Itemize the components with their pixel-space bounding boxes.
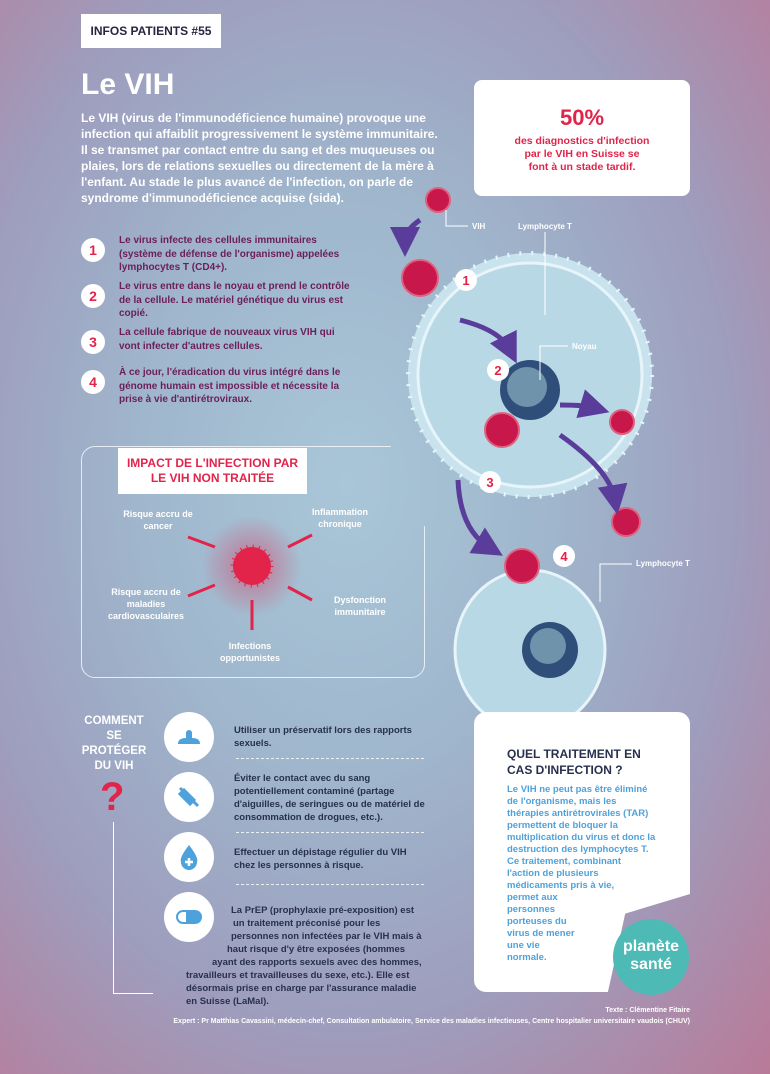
virus-icon — [504, 548, 540, 584]
virus-icon — [611, 507, 641, 537]
step-number: 1 — [81, 238, 105, 262]
label-vih: VIH — [472, 222, 486, 231]
intro-text: Le VIH (virus de l'immunodéficience huma… — [81, 111, 438, 205]
label-lymphocyte-2: Lymphocyte T — [636, 559, 690, 568]
step-2: 2 Le virus entre dans le noyau et prend l… — [81, 280, 381, 321]
virus-icon — [230, 544, 274, 588]
credit-expert: Expert : Pr Matthias Cavassini, médecin-… — [173, 1018, 690, 1025]
prep-line: désormais prise en charge par l'assuranc… — [186, 983, 417, 994]
marker-3: 3 — [486, 475, 493, 490]
page-title: Le VIH — [81, 68, 175, 101]
marker-1: 1 — [462, 273, 469, 288]
impact-dysfonction: Dysfonction immunitaire — [333, 595, 386, 617]
prep-line: ayant des rapports sexuels avec des homm… — [212, 957, 422, 968]
label-noyau: Noyau — [572, 342, 597, 351]
divider — [236, 884, 424, 885]
stat-text: des diagnostics d'infection par le VIH e… — [514, 135, 650, 173]
stat-value: 50% — [559, 105, 605, 130]
blood-drop-icon — [164, 832, 214, 882]
impact-cancer: Risque accru de cancer — [123, 509, 193, 531]
protect-text: Effectuer un dépistage régulier du VIH c… — [234, 847, 407, 871]
marker-4: 4 — [560, 549, 568, 564]
divider — [236, 758, 424, 759]
virus-icon — [609, 409, 635, 435]
step-1: 1 Le virus infecte des cellules immunitai… — [81, 234, 381, 275]
issue-tag: INFOS PATIENTS #55 — [81, 14, 221, 48]
prep-line: travailleurs et travailleuses du sexe, e… — [186, 970, 410, 981]
step-text: Le virus infecte des cellules immunitair… — [119, 235, 340, 273]
condom-icon — [164, 712, 214, 762]
impact-cardio: Risque accru de maladies cardiovasculair… — [107, 587, 185, 621]
credit-author: Texte : Clémentine Fitaire — [605, 1007, 690, 1014]
treatment-title: QUEL TRAITEMENT EN CAS D'INFECTION ? — [507, 747, 641, 777]
label-lymphocyte-1: Lymphocyte T — [518, 222, 572, 231]
prep-line: haut risque d'y être exposées (hommes — [227, 944, 406, 955]
protect-text: Utiliser un préservatif lors des rapport… — [234, 725, 412, 749]
step-3: 3 La cellule fabrique de nouveaux virus V… — [81, 326, 381, 354]
prep-line: La PrEP (prophylaxie pré-exposition) est — [231, 905, 415, 916]
connector-line — [113, 822, 153, 994]
step-markers — [455, 269, 575, 567]
divider — [236, 832, 424, 833]
marker-2: 2 — [494, 363, 501, 378]
protect-heading: COMMENT SE PROTÉGER DU VIH — [81, 715, 147, 772]
virus-icon — [401, 259, 439, 297]
step-text: À ce jour, l'éradication du virus intégr… — [119, 367, 341, 405]
impact-title: IMPACT DE L'INFECTION PAR LE VIH NON TRA… — [118, 448, 307, 494]
impact-infections: Infections opportunistes — [220, 641, 280, 663]
virus-icon — [425, 187, 451, 213]
question-mark-icon: ? — [100, 775, 125, 819]
syringe-icon — [164, 772, 214, 822]
virus-icon — [484, 412, 520, 448]
step-number: 4 — [81, 370, 105, 394]
impact-inflammation: Inflammation chronique — [311, 507, 368, 529]
impact-panel — [81, 446, 425, 678]
infection-diagram: 1 2 3 4 VIH Lymphocyte T Noyau Lymphocyt… — [390, 187, 690, 720]
prep-text: La PrEP (prophylaxie pré-exposition) est… — [186, 904, 426, 1008]
protect-text: Éviter le contact avec du sang potentiel… — [234, 773, 425, 823]
prep-line: en Suisse (LaMal). — [186, 996, 269, 1007]
impact-diagram — [187, 516, 313, 630]
step-text: Le virus entre dans le noyau et prend le… — [119, 281, 350, 319]
prep-line: un traitement préconisé pour les — [233, 918, 381, 929]
prep-line: personnes non infectées par le VIH mais … — [231, 931, 422, 942]
step-text: La cellule fabrique de nouveaux virus VI… — [119, 327, 335, 352]
treatment-card: QUEL TRAITEMENT EN CAS D'INFECTION ? Le … — [474, 712, 690, 992]
step-number: 2 — [81, 284, 105, 308]
step-4: 4 À ce jour, l'éradication du virus intég… — [81, 366, 381, 407]
step-number: 3 — [81, 330, 105, 354]
pill-icon — [164, 892, 214, 942]
stat-card: 50% des diagnostics d'infection par le V… — [474, 80, 690, 196]
